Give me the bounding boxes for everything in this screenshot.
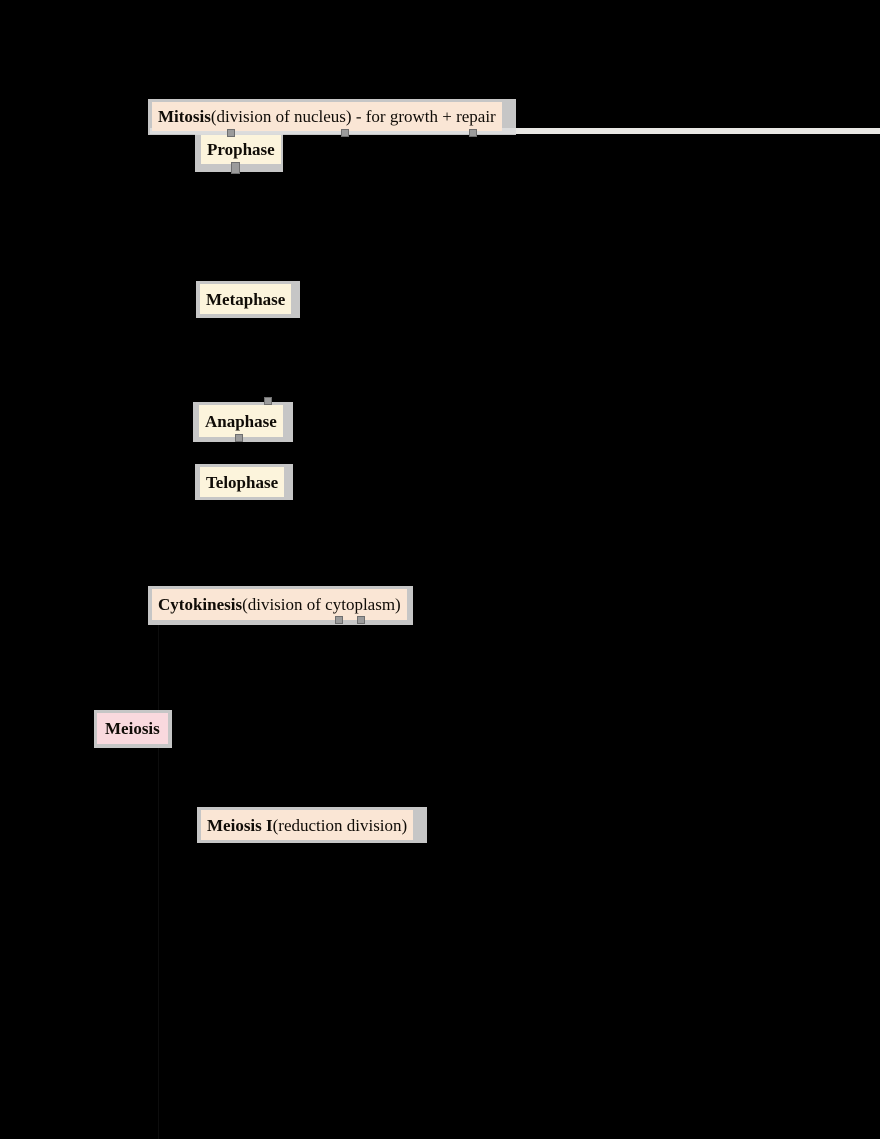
text-block-meiosis-i[interactable]: Meiosis I (reduction division) xyxy=(201,810,414,840)
text-block-prophase[interactable]: Prophase xyxy=(201,135,281,164)
drag-handle-icon[interactable] xyxy=(335,616,343,624)
drag-handle-icon[interactable] xyxy=(341,129,349,137)
drag-handle-icon[interactable] xyxy=(469,129,477,137)
drag-handle-icon[interactable] xyxy=(227,129,235,137)
text-block-mitosis-rest: (division of nucleus) - for growth + rep… xyxy=(210,107,496,126)
text-block-anaphase-bold: Anaphase xyxy=(205,411,277,431)
drag-handle-icon[interactable] xyxy=(235,434,243,442)
drag-handle-icon[interactable] xyxy=(357,616,365,624)
text-block-metaphase[interactable]: Metaphase xyxy=(200,284,292,314)
text-block-anaphase[interactable]: Anaphase xyxy=(199,405,283,437)
text-block-meiosis-i-bold: Meiosis I xyxy=(207,815,273,835)
page-edge-line xyxy=(158,620,159,1139)
text-block-metaphase-bold: Metaphase xyxy=(206,289,286,309)
text-block-meiosis[interactable]: Meiosis xyxy=(97,713,168,744)
drag-handle-icon[interactable] xyxy=(231,162,240,174)
text-block-cytokinesis-rest: (division of cytoplasm) xyxy=(242,595,401,614)
text-block-telophase-bold: Telophase xyxy=(206,472,279,492)
text-block-prophase-bold: Prophase xyxy=(207,140,275,159)
drag-handle-icon[interactable] xyxy=(264,397,272,405)
text-block-cytokinesis-bold: Cytokinesis xyxy=(158,595,243,614)
text-block-mitosis-bold: Mitosis xyxy=(158,107,211,126)
text-block-telophase[interactable]: Telophase xyxy=(200,467,285,497)
text-block-meiosis-bold: Meiosis xyxy=(105,719,160,738)
text-block-mitosis[interactable]: Mitosis (division of nucleus) - for grow… xyxy=(152,102,502,131)
text-block-cytokinesis[interactable]: Cytokinesis (division of cytoplasm) xyxy=(152,589,407,620)
text-block-meiosis-i-rest: (reduction division) xyxy=(272,815,408,835)
